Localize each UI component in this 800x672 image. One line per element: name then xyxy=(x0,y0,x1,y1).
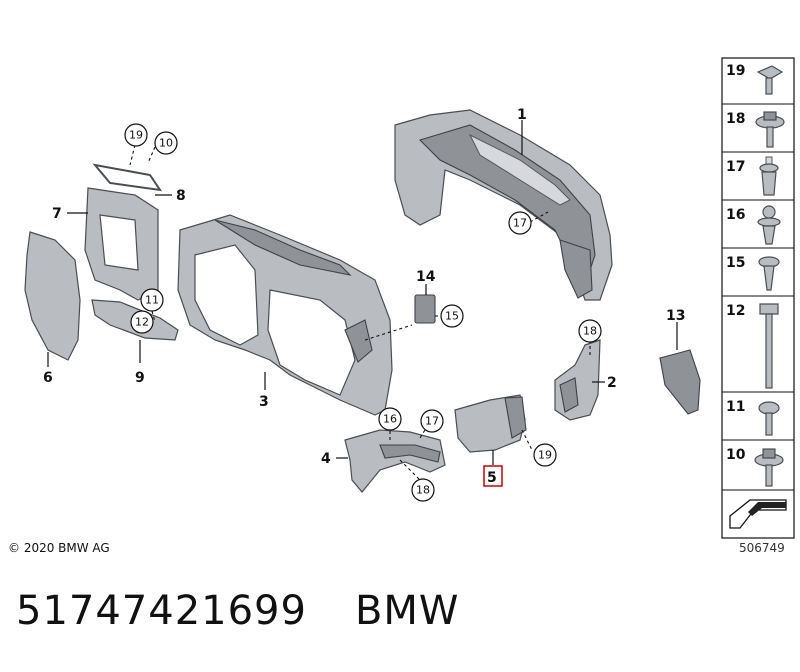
panel-item-10-label: 10 xyxy=(726,447,746,463)
copyright-text: © 2020 BMW AG xyxy=(8,541,110,555)
part-5-air-duct xyxy=(454,394,527,453)
part-4-air-duct-left xyxy=(344,429,446,493)
callout-1: 1 xyxy=(517,107,527,123)
part-number: 51747421699 xyxy=(16,588,307,634)
part-8-seal xyxy=(92,163,163,192)
callout-4: 4 xyxy=(321,451,331,467)
callout-16: 16 xyxy=(383,413,397,426)
callout-17-circle xyxy=(508,211,532,235)
callout-18b: 18 xyxy=(416,484,430,497)
part-7-bracket xyxy=(84,187,159,301)
leader-15-line xyxy=(364,324,413,341)
callout-2: 2 xyxy=(607,375,617,391)
callout-8: 8 xyxy=(176,188,186,204)
part-13-wedge xyxy=(659,349,701,415)
callout-18: 18 xyxy=(583,325,597,338)
callout-5-highlight-box xyxy=(483,465,503,487)
expansion-rivet-icon xyxy=(759,156,779,196)
parts-diagram: 1 17 2 18 3 14 15 4 16 17 18 xyxy=(24,57,795,539)
callout-19b-circle xyxy=(533,443,557,467)
panel-item-11-label: 11 xyxy=(726,399,745,415)
callout-17: 17 xyxy=(513,217,527,230)
panel-item-18-label: 18 xyxy=(726,111,745,127)
bolt-icon xyxy=(756,65,784,95)
callout-13: 13 xyxy=(666,308,685,324)
callout-12: 12 xyxy=(135,316,149,329)
callout-19: 19 xyxy=(129,129,143,142)
panel-item-15-label: 15 xyxy=(726,255,745,271)
panel-item-12-label: 12 xyxy=(726,303,745,319)
leader-18b xyxy=(399,459,421,481)
diagram-number: 506749 xyxy=(739,541,785,555)
washer-screw-icon xyxy=(754,448,784,487)
leader-19b xyxy=(521,429,533,451)
flange-screw-icon xyxy=(755,111,785,148)
callout-17b: 17 xyxy=(425,415,439,428)
clip-icon xyxy=(757,205,781,245)
callout-14: 14 xyxy=(416,269,436,285)
callout-3: 3 xyxy=(259,394,269,410)
long-bolt-icon xyxy=(759,303,779,389)
callout-17b-circle xyxy=(420,409,444,433)
tapping-screw-icon xyxy=(758,256,780,291)
fastener-panel-frame xyxy=(721,57,795,539)
part-2-side-bracket xyxy=(554,339,601,421)
callout-9: 9 xyxy=(135,370,145,386)
callout-19-circle xyxy=(124,123,148,147)
callout-10-circle xyxy=(154,131,178,155)
direction-arrow-icon xyxy=(729,499,787,529)
part-3-front-module xyxy=(177,214,393,416)
fastener-panel: 19 18 17 16 15 xyxy=(721,57,795,539)
callout-10: 10 xyxy=(159,137,173,150)
callout-11: 11 xyxy=(145,294,159,307)
callout-5: 5 xyxy=(487,470,497,486)
part-6-left-shroud xyxy=(24,231,81,361)
leader-19 xyxy=(129,144,136,166)
leader-10 xyxy=(147,146,156,164)
brand-name: BMW xyxy=(354,588,460,634)
callout-7: 7 xyxy=(52,206,62,222)
part-14-block xyxy=(414,294,436,324)
leader-11 xyxy=(151,310,156,323)
panel-item-19-label: 19 xyxy=(726,63,745,79)
callout-19b: 19 xyxy=(538,449,552,462)
screw-icon xyxy=(758,401,780,436)
callout-18b-circle xyxy=(411,478,435,502)
panel-item-16-label: 16 xyxy=(726,207,745,223)
callout-15: 15 xyxy=(445,310,459,323)
footer-caption: 51747421699 BMW xyxy=(16,588,459,634)
callout-15-circle xyxy=(440,304,464,328)
callout-18-circle xyxy=(578,319,602,343)
panel-item-17-label: 17 xyxy=(726,159,745,175)
callout-6: 6 xyxy=(43,370,53,386)
callout-16-circle xyxy=(378,407,402,431)
part-1-upper-carrier xyxy=(394,109,613,301)
callout-12-circle xyxy=(130,310,154,334)
